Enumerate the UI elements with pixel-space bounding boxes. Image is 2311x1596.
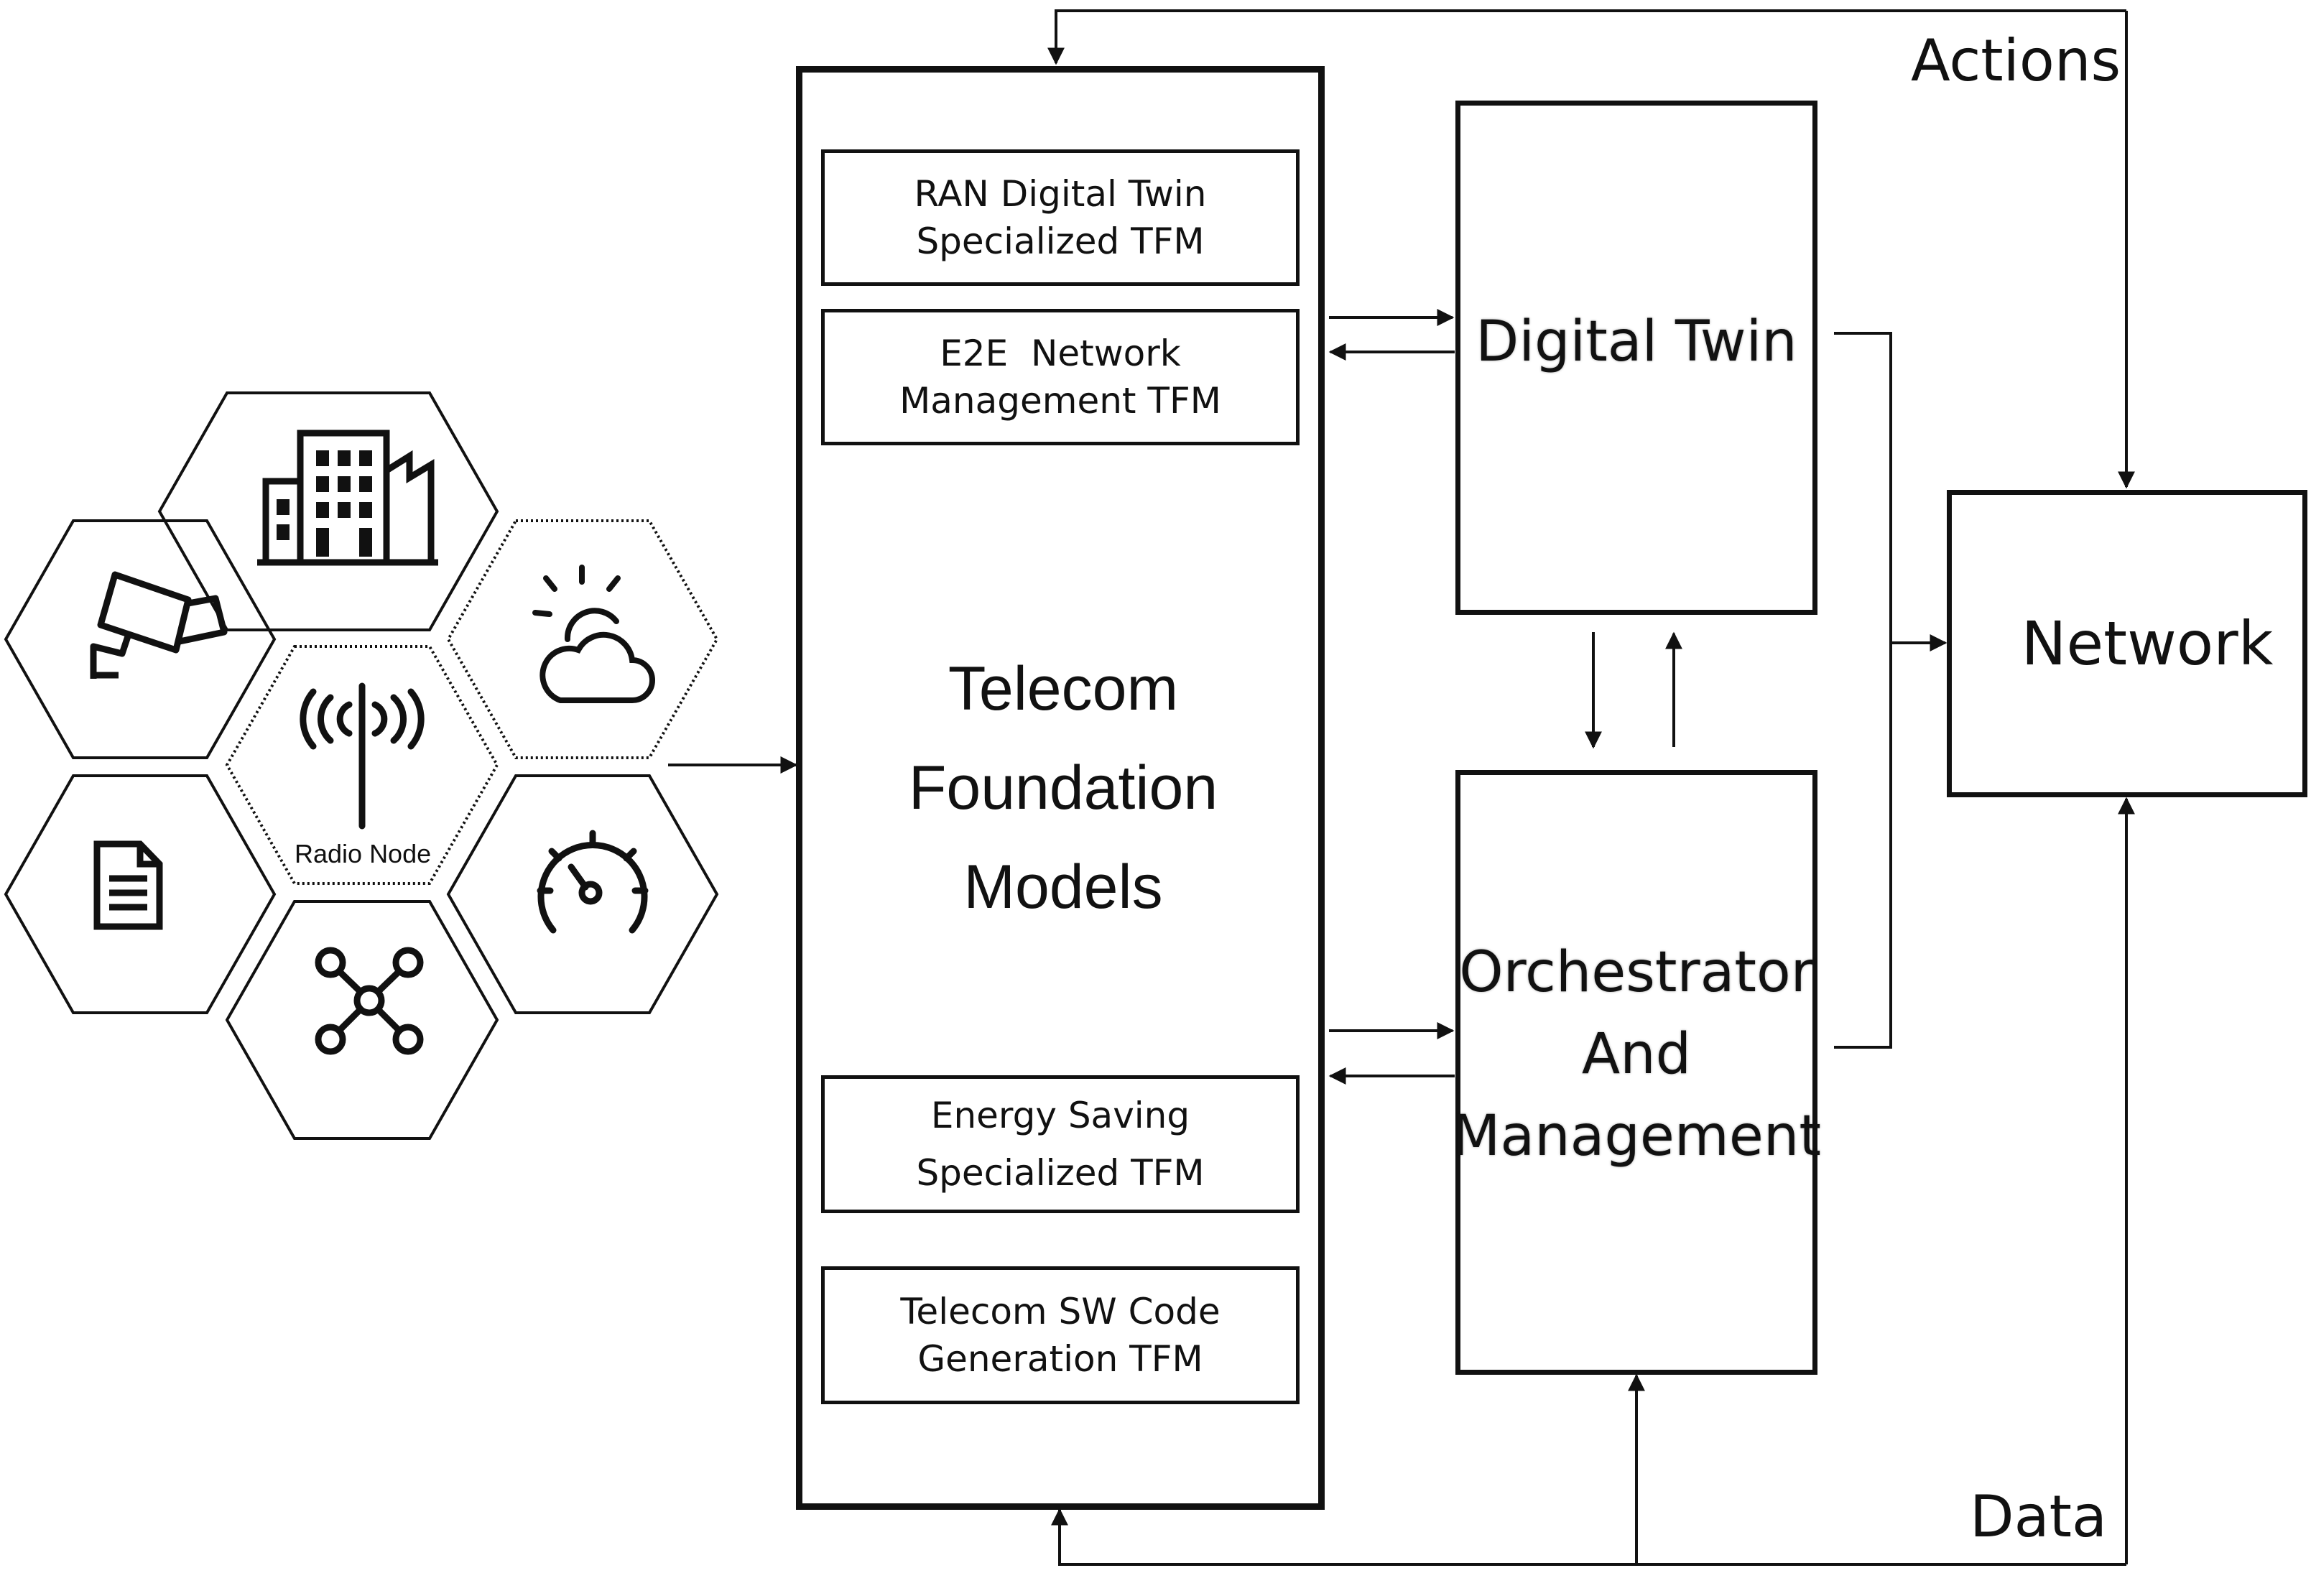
telecom-sw-code-generation-tfm-line-1: Telecom SW Code — [900, 1291, 1221, 1332]
data-line-to-tfm — [1051, 1508, 2126, 1566]
orchestrator-management-box: Orchestrator And Management — [1452, 770, 1821, 1375]
energy-saving-tfm-line-2: Specialized TFM — [916, 1152, 1205, 1194]
orchestrator-label: Orchestrator And Management — [1452, 932, 1821, 1177]
hex-weather — [446, 519, 719, 759]
orchestrator-line-1: Orchestrator — [1459, 940, 1814, 1005]
hex-document — [4, 774, 277, 1014]
energy-saving-tfm-line-1: Energy Saving — [930, 1095, 1190, 1136]
digital-twin-label: Digital Twin — [1476, 310, 1797, 374]
actions-label: Actions — [1911, 27, 2121, 94]
network-graph-icon — [315, 947, 424, 1055]
orchestrator-line-2: And — [1581, 1022, 1692, 1087]
radio-node-label: Radio Node — [295, 839, 432, 868]
ran-digital-twin-tfm-line-2: Specialized TFM — [916, 221, 1205, 262]
e2e-network-management-tfm-line-2: Management TFM — [899, 380, 1221, 422]
digital-twin-to-bus-line — [1834, 332, 1892, 1049]
energy-saving-tfm-box: Energy Saving Specialized TFM — [821, 1075, 1300, 1213]
hex-camera — [4, 519, 277, 759]
hex-speedometer — [446, 774, 719, 1014]
tfm-title-line-2: Foundation — [908, 753, 1218, 822]
hex-radio-node — [225, 645, 499, 885]
hex-buildings — [157, 391, 499, 631]
document-icon — [93, 840, 163, 930]
ran-digital-twin-tfm-box: RAN Digital Twin Specialized TFM — [821, 149, 1300, 286]
weather-sun-cloud-icon — [532, 565, 655, 703]
network-label: Network — [2021, 608, 2274, 679]
radio-antenna-icon — [300, 682, 425, 830]
telecom-sw-code-generation-tfm-line-2: Generation TFM — [917, 1338, 1203, 1380]
speedometer-icon — [537, 830, 649, 934]
tfm-title-line-3: Models — [963, 853, 1163, 922]
data-label: Data — [1970, 1483, 2108, 1550]
network-box: Network — [1947, 490, 2307, 797]
data-sources-cluster — [4, 391, 719, 1140]
hex-network-graph — [225, 900, 499, 1140]
e2e-network-management-tfm-box: E2E Network Management TFM — [821, 309, 1300, 445]
tfm-title: Telecom Foundation Models — [826, 639, 1300, 937]
security-camera-icon — [90, 571, 228, 679]
digital-twin-box: Digital Twin — [1455, 101, 1817, 615]
e2e-network-management-tfm-line-1: E2E Network — [940, 333, 1181, 374]
telecom-sw-code-generation-tfm-box: Telecom SW Code Generation TFM — [821, 1266, 1300, 1404]
orchestrator-line-3: Management — [1452, 1104, 1821, 1169]
ran-digital-twin-tfm-line-1: RAN Digital Twin — [914, 173, 1207, 215]
tfm-title-line-1: Telecom — [948, 654, 1179, 723]
factory-building-icon — [257, 430, 438, 566]
actions-line-to-tfm — [1047, 9, 2126, 65]
